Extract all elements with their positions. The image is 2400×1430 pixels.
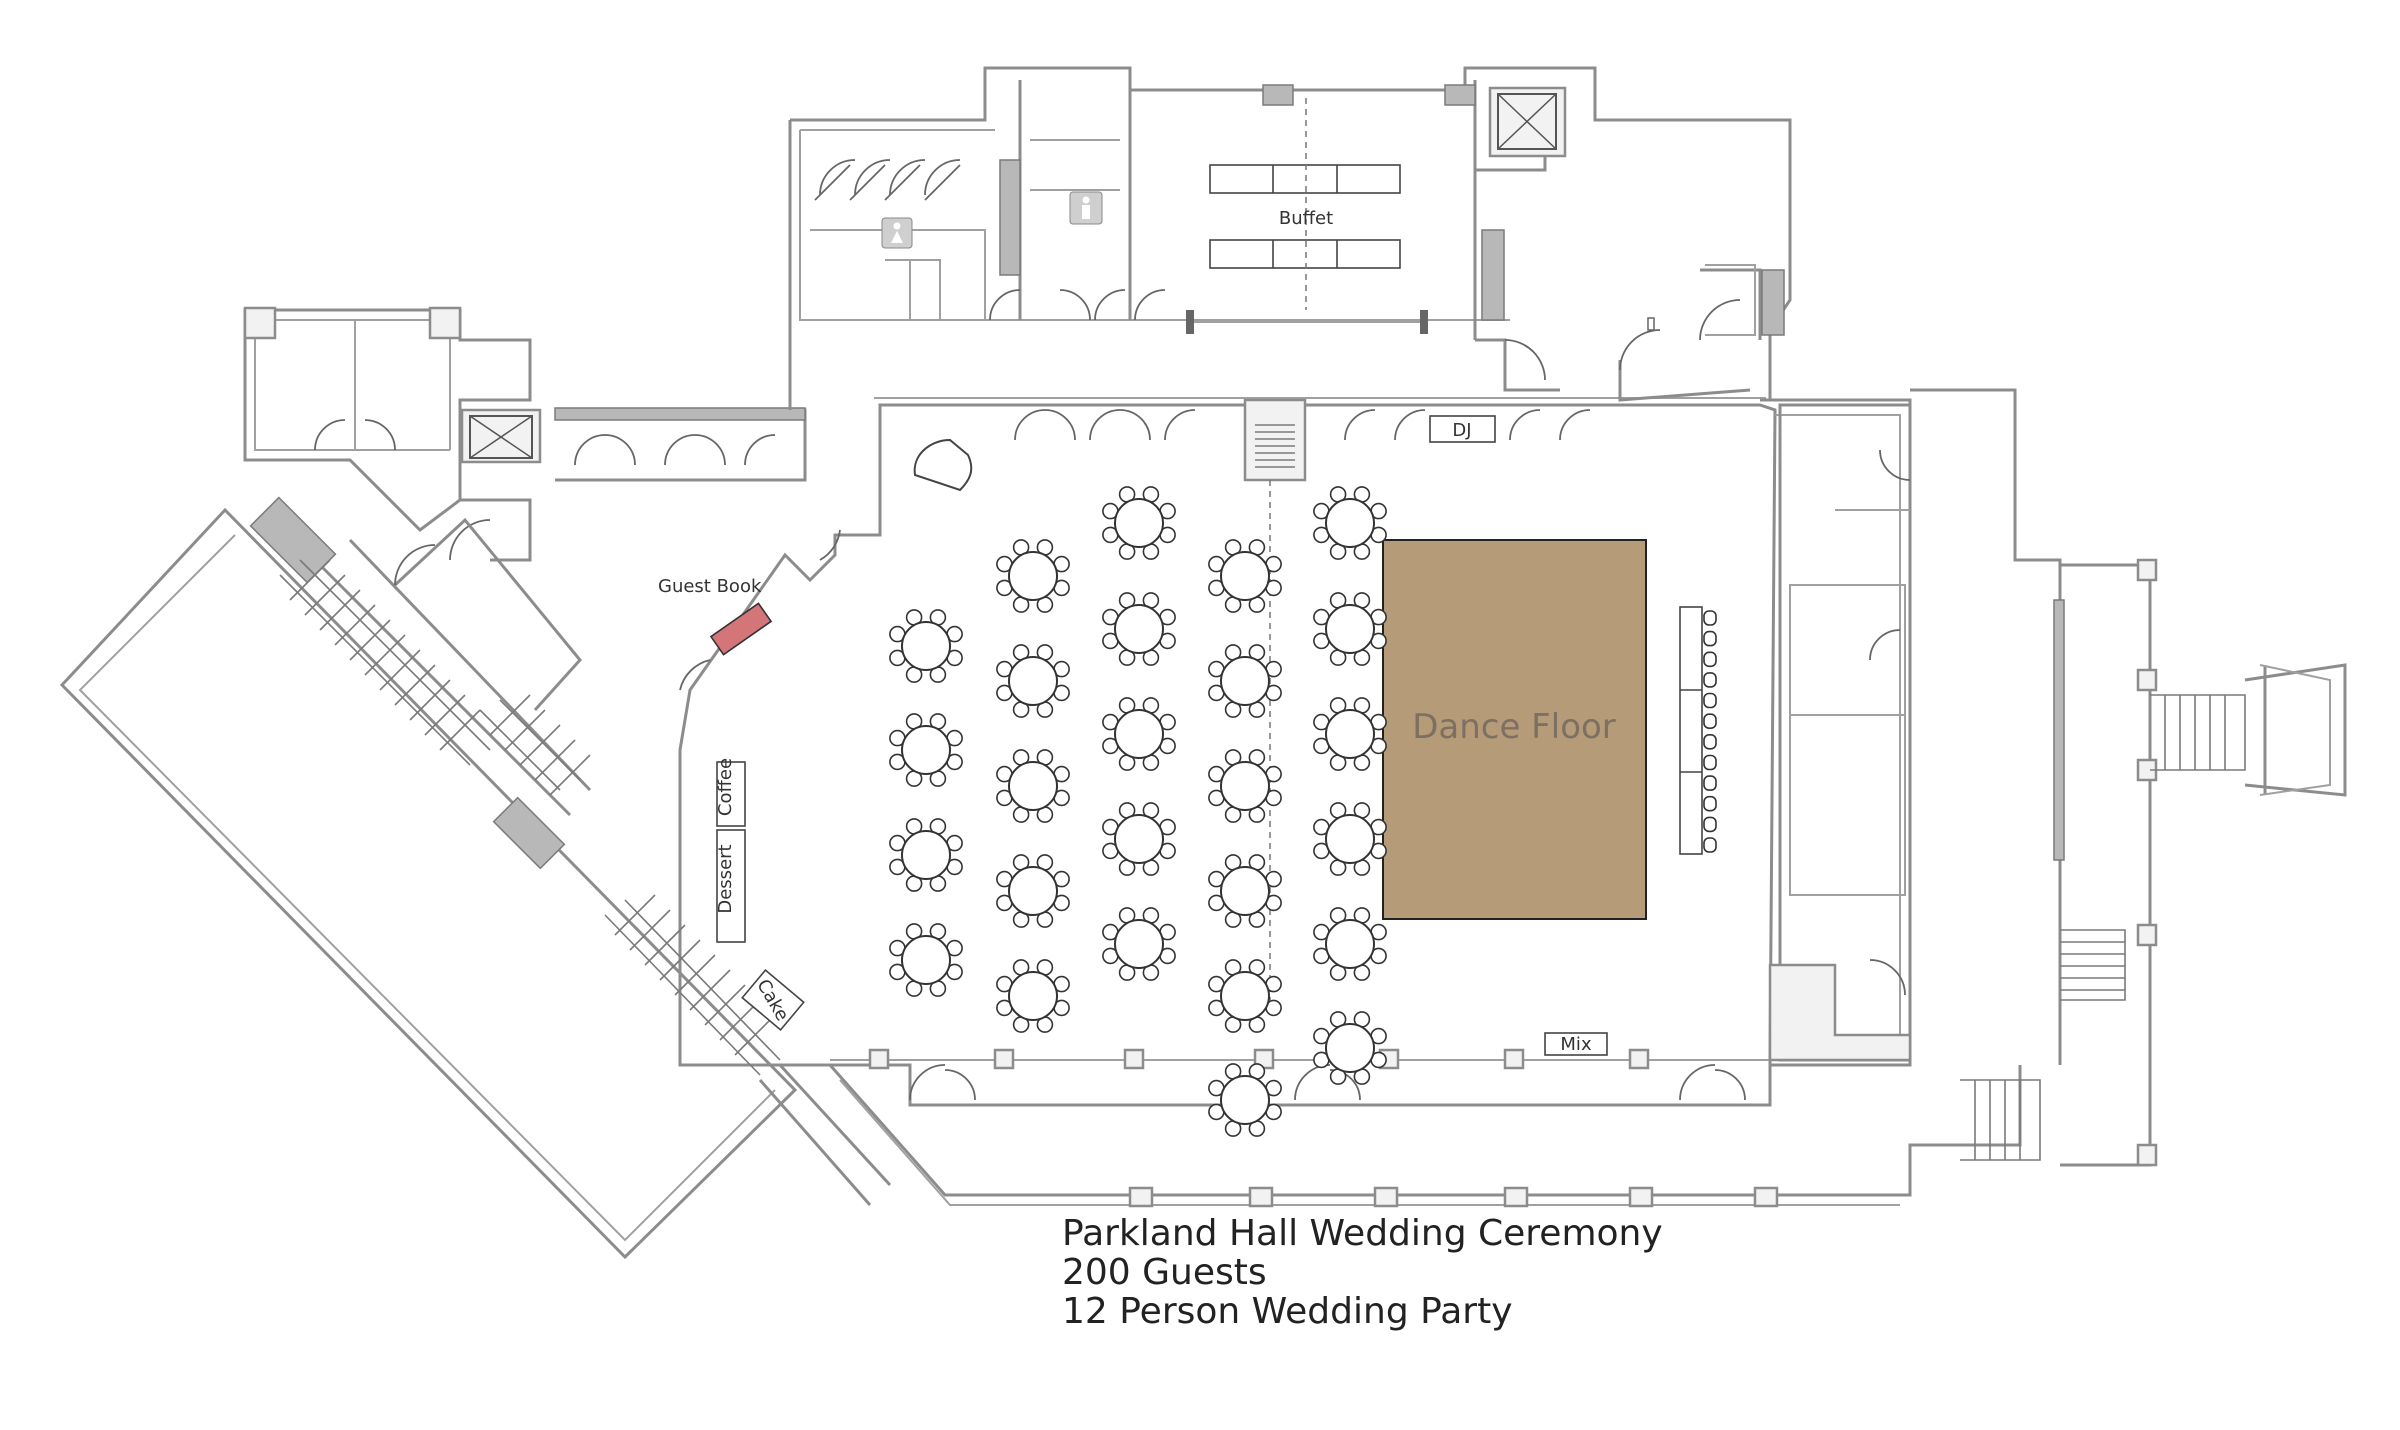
guest-table xyxy=(889,923,963,997)
guest-table xyxy=(1102,697,1176,771)
event-caption: Parkland Hall Wedding Ceremony 200 Guest… xyxy=(1062,1214,1663,1331)
round-table xyxy=(1008,761,1058,811)
guest-table xyxy=(996,959,1070,1033)
diagonal-stairs xyxy=(279,559,781,1076)
guest-book-label: Guest Book xyxy=(658,576,762,597)
head-table-chair xyxy=(1703,672,1717,688)
guest-table xyxy=(1313,802,1387,876)
elevator-icon xyxy=(469,415,533,459)
guest-table xyxy=(1102,486,1176,560)
dance-floor-label: Dance Floor xyxy=(1412,707,1616,747)
guest-table xyxy=(1313,697,1387,771)
head-table-chair xyxy=(1703,610,1717,626)
head-table-chair xyxy=(1703,733,1717,750)
upper-left-corridor xyxy=(554,407,807,482)
round-table xyxy=(1325,1023,1375,1073)
upper-left-rooms xyxy=(243,306,582,712)
hall-bottom-doors: Mix xyxy=(868,1032,1746,1101)
guest-table xyxy=(996,539,1070,613)
grand-piano-icon xyxy=(913,438,973,492)
round-table xyxy=(1008,866,1058,916)
coffee-label: Coffee xyxy=(715,758,736,816)
head-table-chair xyxy=(1703,816,1717,833)
round-table xyxy=(901,725,951,775)
head-table xyxy=(1679,606,1717,855)
guest-table xyxy=(889,713,963,787)
round-table xyxy=(1325,814,1375,864)
guest-table xyxy=(1208,644,1282,718)
wedding-party-size: 12 Person Wedding Party xyxy=(1062,1291,1513,1332)
round-table xyxy=(1220,656,1270,706)
head-table-chair xyxy=(1703,837,1717,853)
guest-table xyxy=(1208,539,1282,613)
guest-tables xyxy=(889,486,1387,1137)
head-table-chair xyxy=(1703,754,1717,771)
main-hall-walls xyxy=(678,397,1912,1107)
guest-table xyxy=(1208,1063,1282,1137)
round-table xyxy=(1008,551,1058,601)
round-table xyxy=(1114,709,1164,759)
round-table xyxy=(901,621,951,671)
round-table xyxy=(1114,498,1164,548)
head-table-chair xyxy=(1703,651,1717,668)
guest-table xyxy=(1208,854,1282,928)
round-table xyxy=(1325,919,1375,969)
mix-label: Mix xyxy=(1560,1034,1592,1055)
elevator-icon xyxy=(1497,93,1557,150)
round-table xyxy=(1008,971,1058,1021)
round-table xyxy=(1220,551,1270,601)
guest-table xyxy=(1313,1011,1387,1085)
guest-table xyxy=(889,818,963,892)
buffet-tables: Buffet xyxy=(1186,98,1428,334)
right-side-rooms xyxy=(1768,388,2347,1167)
restroom-men-icon xyxy=(1069,191,1103,225)
round-table xyxy=(1325,604,1375,654)
guest-table xyxy=(996,749,1070,823)
head-table-chair xyxy=(1703,692,1717,709)
restroom-women-icon xyxy=(881,217,913,249)
round-table xyxy=(1325,498,1375,548)
event-title: Parkland Hall Wedding Ceremony xyxy=(1062,1213,1663,1254)
guest-table xyxy=(1102,592,1176,666)
round-table xyxy=(1008,656,1058,706)
guest-table xyxy=(996,644,1070,718)
round-table xyxy=(901,830,951,880)
dj-label: DJ xyxy=(1452,420,1471,441)
round-table xyxy=(901,935,951,985)
round-table xyxy=(1114,814,1164,864)
guest-table xyxy=(889,609,963,683)
round-table xyxy=(1114,604,1164,654)
round-table xyxy=(1325,709,1375,759)
guest-table xyxy=(1208,959,1282,1033)
round-table xyxy=(1220,971,1270,1021)
buffet-label: Buffet xyxy=(1279,208,1333,229)
round-table xyxy=(1114,919,1164,969)
hall-top-doors: DJ xyxy=(1014,398,1591,1000)
head-table-chair xyxy=(1703,630,1717,647)
top-rooms xyxy=(788,66,1792,410)
guest-table xyxy=(996,854,1070,928)
round-table xyxy=(1220,866,1270,916)
guest-table xyxy=(1208,749,1282,823)
guest-table xyxy=(1313,907,1387,981)
round-table xyxy=(1220,1075,1270,1125)
guest-table xyxy=(1102,802,1176,876)
dessert-label: Dessert xyxy=(715,844,736,913)
service-stations: Coffee Dessert Cake xyxy=(715,758,805,1031)
guest-count: 200 Guests xyxy=(1062,1252,1267,1293)
left-diagonal-wing xyxy=(59,496,892,1260)
guest-table xyxy=(1102,907,1176,981)
lower-corridor xyxy=(828,1064,2022,1208)
round-table xyxy=(1220,761,1270,811)
head-table-chair xyxy=(1703,713,1717,730)
head-table-chair xyxy=(1703,775,1717,791)
guest-table xyxy=(1313,592,1387,666)
dance-floor: Dance Floor xyxy=(1382,539,1647,920)
guest-table xyxy=(1313,486,1387,560)
head-table-chair xyxy=(1703,795,1717,812)
guest-book-station: Guest Book xyxy=(658,529,841,691)
